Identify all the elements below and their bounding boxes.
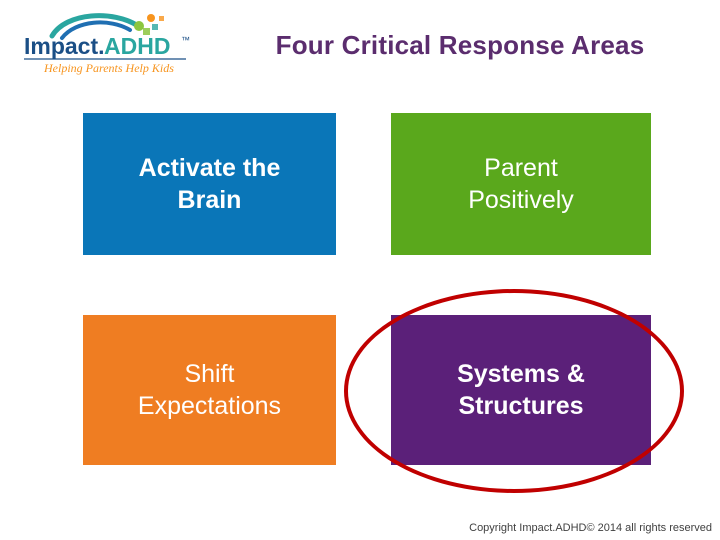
box-activate-brain-label: Activate the Brain — [139, 152, 281, 217]
box-parent-positively-label: Parent Positively — [468, 152, 574, 217]
box-activate-brain[interactable]: Activate the Brain — [83, 113, 336, 255]
box-parent-positively-line2: Positively — [468, 186, 574, 214]
svg-text:ADHD: ADHD — [104, 33, 170, 59]
box-systems-structures[interactable]: Systems & Structures — [391, 315, 651, 465]
box-systems-structures-label: Systems & Structures — [457, 358, 585, 423]
copyright-notice: Copyright Impact.ADHD© 2014 all rights r… — [469, 522, 712, 534]
box-shift-expectations-line1: Shift — [184, 359, 235, 388]
box-systems-structures-line1: Systems & — [457, 359, 585, 388]
box-parent-positively-line1: Parent — [484, 153, 558, 182]
page-title: Four Critical Response Areas — [275, 30, 645, 60]
box-shift-expectations-label: Shift Expectations — [138, 358, 281, 423]
box-systems-structures-line2: Structures — [458, 392, 584, 420]
box-activate-brain-line1: Activate the — [138, 153, 281, 182]
box-shift-expectations-line2: Expectations — [137, 392, 282, 420]
svg-text:Impact.: Impact. — [24, 33, 105, 59]
svg-text:Helping Parents Help Kids: Helping Parents Help Kids — [43, 61, 174, 75]
svg-text:™: ™ — [181, 35, 190, 45]
box-shift-expectations[interactable]: Shift Expectations — [83, 315, 336, 465]
impact-adhd-logo: Impact. ADHD ™ Helping Parents Help Kids — [18, 6, 208, 78]
box-activate-brain-line2: Brain — [177, 186, 242, 214]
box-parent-positively[interactable]: Parent Positively — [391, 113, 651, 255]
